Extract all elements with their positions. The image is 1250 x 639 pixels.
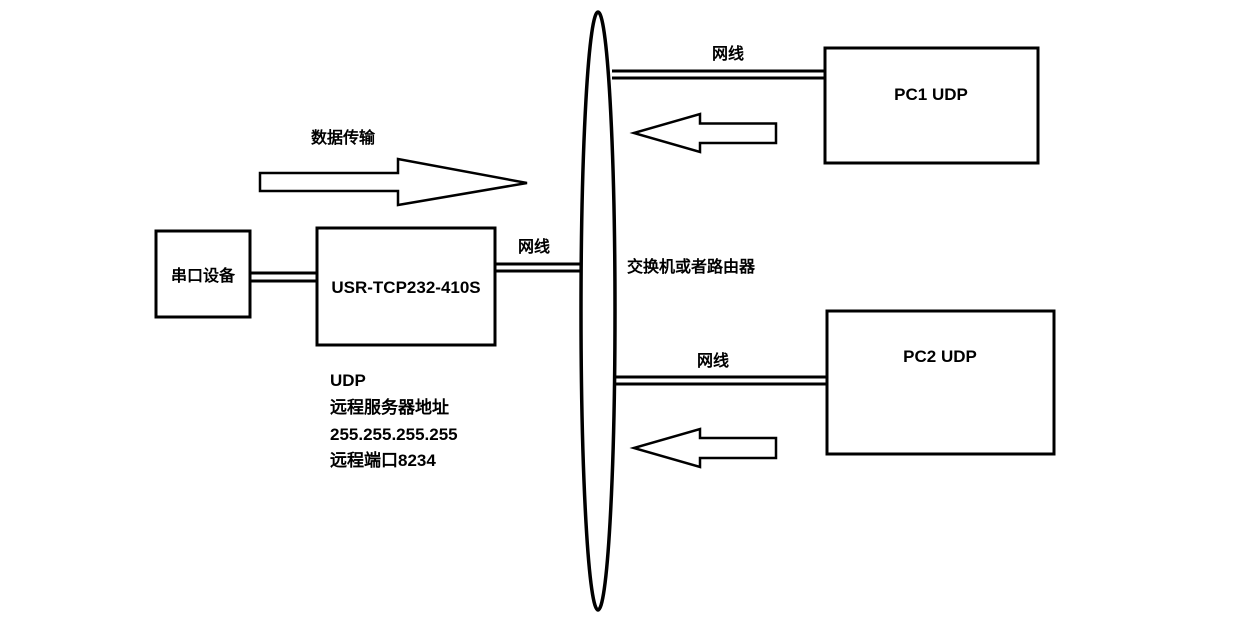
converter-config-protocol: UDP bbox=[330, 371, 366, 390]
cable-converter-to-switch bbox=[495, 262, 586, 273]
cable-switch-to-pc1 bbox=[612, 69, 825, 80]
serial-device-label: 串口设备 bbox=[171, 266, 236, 285]
cable-serial-to-converter bbox=[250, 271, 317, 283]
converter-label: USR-TCP232-410S bbox=[331, 278, 480, 297]
switch-label: 交换机或者路由器 bbox=[627, 257, 756, 276]
cable-switch-to-pc2 bbox=[612, 375, 827, 386]
converter-config-remote-address-label: 远程服务器地址 bbox=[330, 397, 449, 417]
switch-bus-shape bbox=[579, 10, 617, 612]
converter-box bbox=[315, 226, 497, 347]
cable-label-pc1: 网线 bbox=[712, 44, 744, 63]
converter-config-remote-port: 远程端口8234 bbox=[330, 450, 436, 470]
serial-device-box bbox=[154, 229, 252, 319]
pc1-box bbox=[823, 46, 1040, 165]
converter-config-remote-address-value: 255.255.255.255 bbox=[330, 425, 458, 444]
pc2-label: PC2 UDP bbox=[903, 347, 977, 366]
data-flow-arrow-right-icon bbox=[258, 157, 528, 207]
data-flow-label: 数据传输 bbox=[311, 128, 376, 147]
cable-label-pc2: 网线 bbox=[697, 351, 729, 370]
pc1-label: PC1 UDP bbox=[894, 85, 968, 104]
data-flow-arrow-pc1-icon bbox=[629, 112, 778, 154]
data-flow-arrow-pc2-icon bbox=[629, 427, 778, 469]
pc2-box bbox=[825, 309, 1056, 456]
cable-label-converter: 网线 bbox=[518, 237, 550, 256]
